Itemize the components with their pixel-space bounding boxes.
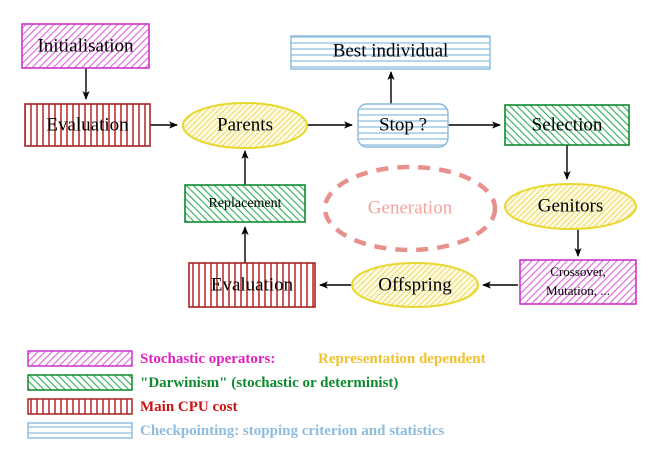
legend-swatch-darwinism xyxy=(27,374,133,391)
legend-label-representation: Representation dependent xyxy=(318,351,486,367)
best-individual-box[interactable] xyxy=(290,35,491,70)
legend-item-stochastic: Stochastic operators: Representation dep… xyxy=(27,350,486,367)
selection-box[interactable] xyxy=(504,104,630,146)
generation-label: Generation xyxy=(368,197,453,218)
legend-label-checkpoint: Checkpointing: stopping criterion and st… xyxy=(140,423,444,439)
initialisation-label: Initialisation xyxy=(37,35,134,56)
node-selection[interactable]: Selection xyxy=(504,104,630,146)
node-crossover-mutation[interactable]: Crossover, Mutation, ... xyxy=(519,259,637,305)
node-best-individual[interactable]: Best individual xyxy=(290,35,491,70)
initialisation-box[interactable] xyxy=(21,23,150,69)
node-evaluation-top[interactable]: Evaluation xyxy=(24,103,151,147)
crossover-mutation-box[interactable] xyxy=(519,259,637,305)
edge-layer xyxy=(82,68,582,289)
stop-label: Stop ? xyxy=(379,114,427,135)
replacement-label: Replacement xyxy=(208,196,281,211)
legend-label-darwinism: "Darwinism" (stochastic or determinist) xyxy=(140,375,398,391)
replacement-box[interactable] xyxy=(184,184,306,223)
node-generation: Generation xyxy=(322,164,498,253)
legend-label-stochastic: Stochastic operators: xyxy=(140,351,275,367)
offspring-label: Offspring xyxy=(378,274,452,295)
evaluation-bottom-box[interactable] xyxy=(188,262,316,308)
node-initialisation[interactable]: Initialisation xyxy=(21,23,150,69)
generation-ellipse xyxy=(322,164,498,253)
parents-label: Parents xyxy=(217,114,273,135)
node-replacement[interactable]: Replacement xyxy=(184,184,306,223)
parents-ellipse[interactable] xyxy=(182,102,308,149)
legend-item-darwinism: "Darwinism" (stochastic or determinist) xyxy=(27,374,398,391)
node-parents[interactable]: Parents xyxy=(182,102,308,149)
offspring-ellipse[interactable] xyxy=(351,262,479,308)
evaluation-bottom-label: Evaluation xyxy=(211,274,294,295)
evaluation-top-box[interactable] xyxy=(24,103,151,147)
legend-item-checkpoint: Checkpointing: stopping criterion and st… xyxy=(27,422,444,439)
legend-item-cpu: Main CPU cost xyxy=(27,398,238,415)
genitors-label: Genitors xyxy=(538,195,603,216)
evaluation-top-label: Evaluation xyxy=(46,114,129,135)
legend: Stochastic operators: Representation dep… xyxy=(27,350,486,439)
node-stop[interactable]: Stop ? xyxy=(357,103,449,148)
selection-label: Selection xyxy=(532,114,603,135)
best-individual-label: Best individual xyxy=(333,40,449,61)
legend-swatch-cpu xyxy=(27,398,133,415)
legend-swatch-stochastic xyxy=(27,350,133,367)
legend-swatch-checkpoint xyxy=(27,422,133,439)
legend-label-cpu: Main CPU cost xyxy=(140,399,238,415)
crossover-line2-label: Mutation, ... xyxy=(546,283,610,298)
stop-box[interactable] xyxy=(357,103,449,148)
crossover-line1-label: Crossover, xyxy=(550,264,605,279)
node-offspring[interactable]: Offspring xyxy=(351,262,479,308)
genitors-ellipse[interactable] xyxy=(504,183,637,230)
node-genitors[interactable]: Genitors xyxy=(504,183,637,230)
node-evaluation-bottom[interactable]: Evaluation xyxy=(188,262,316,308)
